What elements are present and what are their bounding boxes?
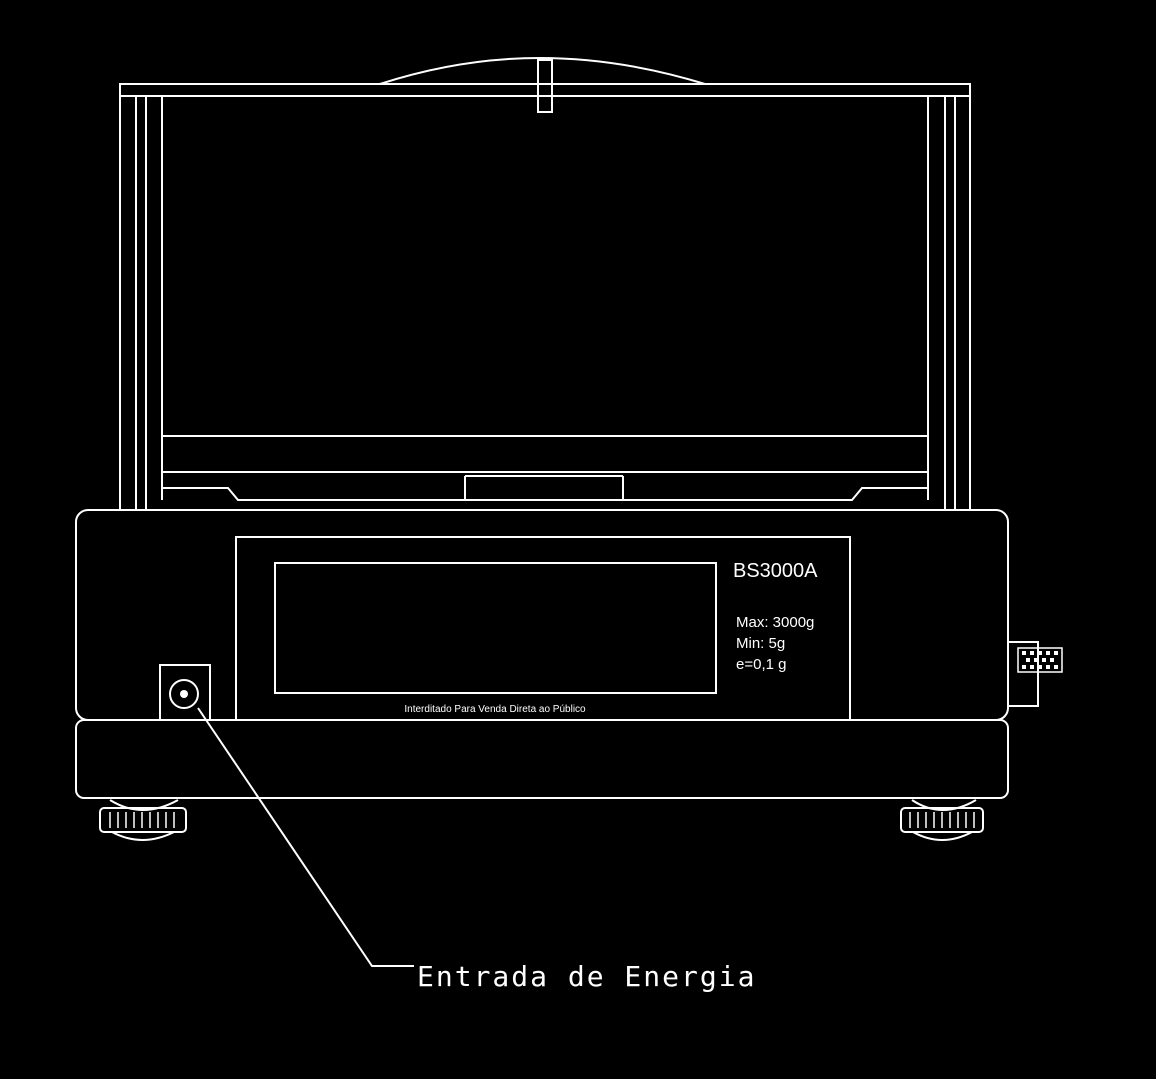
sale-notice: Interditado Para Venda Direta ao Público — [404, 704, 586, 715]
power-callout: Entrada de Energia — [197, 707, 756, 993]
glass-window — [161, 95, 929, 437]
top-frame-rail — [119, 83, 971, 97]
side-connector — [1007, 641, 1063, 707]
top-handle-knob — [537, 59, 553, 113]
power-inlet — [159, 664, 211, 721]
display-window — [274, 562, 717, 694]
foot-right — [900, 799, 984, 841]
power-socket — [169, 679, 199, 709]
base-upper — [75, 509, 1009, 721]
spec-min: Min: 5g — [736, 635, 785, 652]
model-label: BS3000A — [733, 560, 818, 582]
draft-shield — [119, 56, 971, 510]
connector-housing — [1007, 641, 1039, 707]
connector-plug — [1017, 647, 1063, 673]
top-handle-arc — [379, 56, 706, 85]
spec-max: Max: 3000g — [736, 614, 814, 631]
front-panel: BS3000A Max: 3000g Min: 5g e=0,1 g Inter… — [235, 536, 851, 721]
power-socket-frame — [159, 664, 211, 721]
panel-frame — [235, 536, 851, 721]
callout-label: Entrada de Energia — [417, 960, 756, 993]
callout-leader-line — [197, 707, 414, 967]
base-housing — [75, 509, 1009, 799]
spec-resolution: e=0,1 g — [736, 656, 786, 673]
foot-left — [99, 799, 187, 841]
base-lower — [75, 719, 1009, 799]
